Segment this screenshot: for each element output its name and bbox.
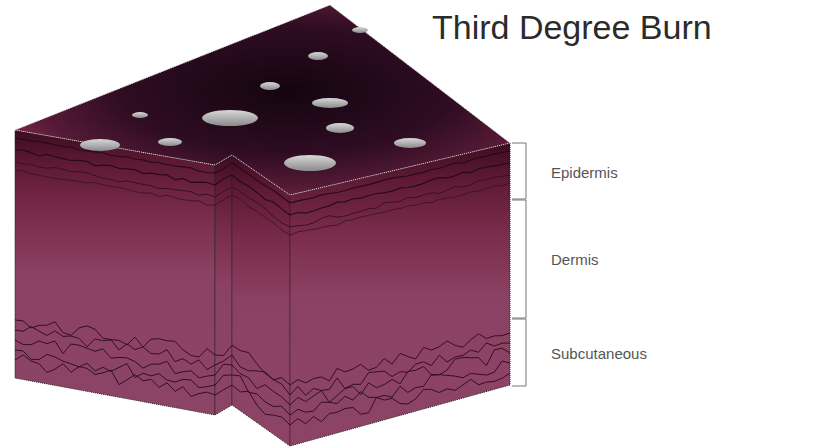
layer-line [232, 375, 290, 415]
block-face [215, 155, 232, 415]
layer-bracket [512, 143, 526, 386]
layer-line [215, 364, 232, 375]
layer-line [290, 373, 510, 425]
layer-line [232, 385, 290, 425]
blister [284, 155, 336, 171]
blister [158, 138, 182, 146]
layer-line [232, 355, 290, 395]
layer-label: Dermis [551, 251, 599, 268]
bracket [512, 319, 526, 386]
layer-line [215, 385, 232, 395]
layer-line [215, 187, 232, 197]
layer-line [232, 187, 290, 227]
blister [80, 139, 120, 151]
layer-line [215, 175, 232, 185]
layer-line [15, 327, 215, 370]
layer-line [290, 348, 510, 405]
layer-line [15, 340, 215, 378]
layer-line [232, 163, 290, 203]
layer-line [232, 175, 290, 215]
layer-line [15, 320, 215, 357]
blister [308, 52, 328, 60]
layer-line [290, 163, 510, 215]
blister [312, 98, 348, 108]
bracket [512, 200, 526, 318]
layer-label: Epidermis [551, 164, 618, 181]
blister [394, 138, 426, 148]
layer-line [290, 183, 510, 235]
blister [326, 123, 354, 133]
layer-line [15, 355, 215, 396]
layer-line [215, 163, 232, 173]
layer-line [15, 170, 215, 205]
layer-line [15, 162, 215, 197]
layer-line [232, 365, 290, 405]
blister [352, 27, 368, 33]
layer-line [290, 175, 510, 227]
layer-lines [15, 138, 510, 425]
skin-block [15, 5, 510, 446]
blister [202, 110, 258, 126]
diagram-title: Third Degree Burn [432, 8, 712, 47]
layer-line [215, 375, 232, 385]
block-face [15, 130, 215, 415]
blister [260, 82, 280, 90]
bracket [512, 143, 526, 199]
layer-line [232, 195, 290, 235]
layer-line [232, 345, 290, 385]
block-face [290, 143, 510, 446]
blister [132, 112, 148, 118]
layer-label: Subcutaneous [551, 345, 647, 362]
layer-line [290, 343, 510, 395]
layer-line [15, 350, 215, 388]
layer-line [215, 355, 232, 365]
blisters [80, 27, 426, 171]
layer-line [290, 333, 510, 385]
layer-line [215, 195, 232, 205]
block-face [232, 155, 290, 446]
layer-line [215, 345, 232, 356]
layer-line [290, 361, 510, 415]
